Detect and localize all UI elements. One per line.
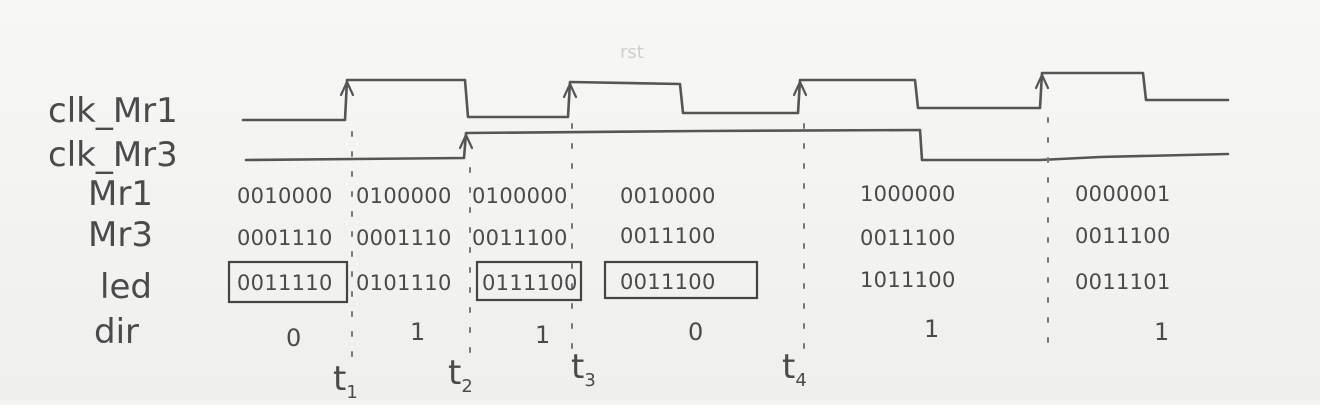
label-mr3: Mr3 [88, 215, 153, 255]
label-mr1: Mr1 [88, 174, 153, 214]
led-value: 0011110 [237, 271, 333, 295]
time-label-t3: t3 [571, 347, 596, 391]
mr3-value: 0001110 [237, 226, 333, 250]
led-value: 1011100 [860, 268, 956, 292]
mr1-value: 1000000 [860, 182, 956, 206]
time-sub: 3 [584, 370, 595, 391]
time-base: t [782, 347, 795, 387]
mr3-value: 0011100 [620, 224, 716, 248]
label-clk-mr3: clk_Mr3 [48, 135, 178, 175]
label-clk-mr1: clk_Mr1 [48, 91, 178, 131]
clk-mr3-waveform [244, 128, 1230, 162]
clk-mr1-arrow-3 [792, 80, 808, 97]
faint-rst-mark: rst [620, 42, 644, 63]
mr3-value: 0011100 [472, 226, 568, 250]
dir-value: 1 [410, 318, 425, 346]
time-base: t [448, 353, 461, 393]
mr1-value: 0100000 [356, 184, 452, 208]
led-highlight-box [475, 260, 583, 302]
clk-mr1-arrow-4 [1034, 73, 1050, 90]
mr3-values-row: 0001110 0001110 0011100 0011100 0011100 … [237, 224, 1171, 250]
led-highlight-box [227, 260, 349, 304]
led-value: 0011101 [1075, 270, 1171, 294]
time-sub: 4 [795, 370, 806, 391]
clk-mr1-waveform [241, 71, 1230, 122]
clk-mr3-arrow-1 [458, 133, 474, 150]
dir-value: 1 [535, 321, 550, 349]
label-dir: dir [94, 312, 139, 352]
clk-mr1-arrow-2 [562, 82, 578, 99]
mr1-values-row: 0010000 0100000 0100000 0010000 1000000 … [237, 182, 1171, 208]
time-base: t [333, 359, 346, 399]
led-highlight-box [603, 260, 759, 300]
dir-value: 1 [1154, 318, 1169, 346]
clk-mr1-arrow-1 [339, 80, 355, 97]
time-label-t2: t2 [448, 353, 473, 397]
led-value: 0111100 [482, 271, 578, 295]
time-label-t1: t1 [333, 359, 358, 400]
mr1-value: 0000001 [1075, 182, 1171, 206]
label-led: led [100, 267, 152, 307]
dir-value: 0 [286, 324, 301, 352]
mr1-value: 0010000 [620, 184, 716, 208]
time-sub: 2 [461, 376, 472, 397]
dir-value: 1 [924, 315, 939, 343]
mr1-value: 0100000 [472, 184, 568, 208]
time-label-t4: t4 [782, 347, 807, 391]
led-value: 0011100 [620, 270, 716, 294]
mr3-value: 0011100 [1075, 224, 1171, 248]
mr3-value: 0001110 [356, 226, 452, 250]
mr3-value: 0011100 [860, 226, 956, 250]
mr1-value: 0010000 [237, 184, 333, 208]
led-values-row: 0011110 0101110 0111100 0011100 1011100 … [227, 260, 1171, 304]
time-base: t [571, 347, 584, 387]
led-value: 0101110 [356, 271, 452, 295]
dir-values-row: 0 1 1 0 1 1 [286, 315, 1169, 352]
dir-value: 0 [688, 318, 703, 346]
time-sub: 1 [346, 382, 357, 400]
